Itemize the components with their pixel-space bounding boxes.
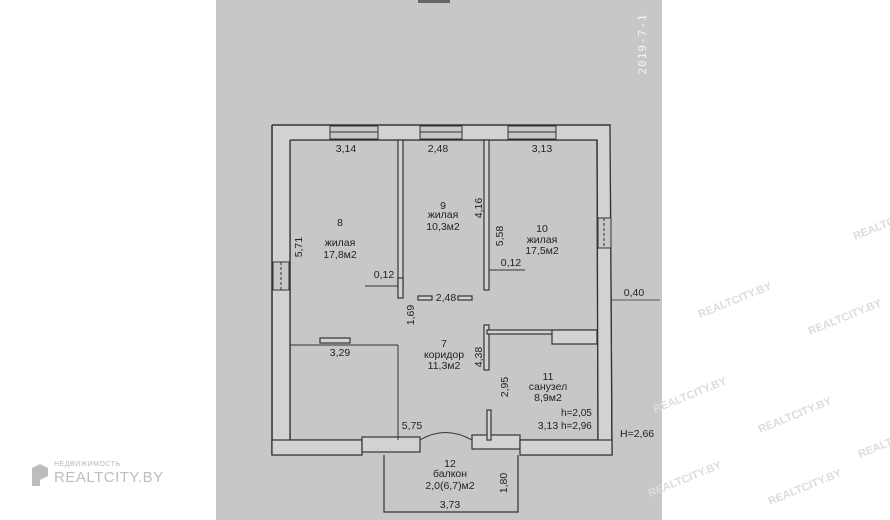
dim-partition-left: 0,12 <box>374 269 395 281</box>
dim-top-mid: 2,48 <box>428 143 449 155</box>
svg-text:10,3м2: 10,3м2 <box>426 221 460 233</box>
dim-top-left: 3,14 <box>336 143 357 155</box>
dim-partition-right: 0,12 <box>501 257 522 269</box>
dim-corridor-mid: 4,38 <box>473 347 485 368</box>
bottom-wall <box>271 434 613 456</box>
dim-bottom-left: 5,75 <box>402 420 423 432</box>
dim-top-right: 3,13 <box>532 143 553 155</box>
svg-text:REALTCITY.BY: REALTCITY.BY <box>857 420 890 461</box>
svg-text:8,9м2: 8,9м2 <box>534 392 562 404</box>
dim-corridor-width: 2,48 <box>436 292 457 304</box>
balcony-outline <box>383 455 519 513</box>
dim-balcony-depth: 1,80 <box>498 473 510 494</box>
svg-text:жилая: жилая <box>527 234 558 246</box>
dim-bath-width: 3,13 <box>538 420 559 432</box>
svg-text:жилая: жилая <box>428 209 459 221</box>
svg-text:санузел: санузел <box>529 381 567 393</box>
svg-text:9: 9 <box>440 200 446 212</box>
svg-text:REALTCITY.BY: REALTCITY.BY <box>852 202 890 243</box>
svg-text:12: 12 <box>444 458 456 470</box>
photo-date-stamp: 2019-7-1 <box>636 14 649 75</box>
svg-text:коридор: коридор <box>424 349 464 361</box>
dim-balcony-width: 3,73 <box>440 499 461 511</box>
room-12-label: 12 балкон 2,0(6,7)м2 <box>425 458 474 492</box>
svg-text:10: 10 <box>536 223 548 235</box>
height-h2: h=2,96 <box>561 421 592 432</box>
svg-text:11,3м2: 11,3м2 <box>428 360 461 372</box>
svg-text:8: 8 <box>337 217 343 229</box>
interior-walls <box>319 139 598 441</box>
svg-text:REALTCITY.BY: REALTCITY.BY <box>647 459 724 500</box>
room-8-label: 8 жилая 17,8м2 <box>323 217 357 261</box>
dim-left-height: 5,71 <box>293 237 305 258</box>
dim-room10-height: 5,58 <box>494 226 506 247</box>
svg-text:REALTCITY.BY: REALTCITY.BY <box>807 297 884 338</box>
svg-text:балкон: балкон <box>433 468 467 480</box>
room-9-label: 9 жилая 10,3м2 <box>426 200 460 233</box>
svg-text:REALTCITY.BY: REALTCITY.BY <box>767 467 844 508</box>
room-7-label: 7 коридор 11,3м2 <box>424 338 464 372</box>
brand-main-text: REALTCITY.BY <box>54 469 164 486</box>
dim-lower-left-width: 3,29 <box>330 347 351 359</box>
dim-room9-height: 4,16 <box>473 198 485 219</box>
dim-corridor-height: 1,69 <box>405 305 417 326</box>
height-outer: H=2,66 <box>620 428 654 440</box>
room-11-label: 11 санузел 8,9м2 <box>529 371 567 404</box>
svg-text:2,0(6,7)м2: 2,0(6,7)м2 <box>425 480 474 492</box>
room-10-label: 10 жилая 17,5м2 <box>525 223 559 257</box>
svg-text:REALTCITY.BY: REALTCITY.BY <box>652 375 729 416</box>
window-right <box>597 217 612 249</box>
outer-walls <box>271 124 613 456</box>
svg-text:7: 7 <box>441 338 447 350</box>
svg-text:REALTCITY.BY: REALTCITY.BY <box>697 280 774 321</box>
svg-text:жилая: жилая <box>325 237 356 249</box>
realtcity-logo-icon <box>32 464 48 486</box>
svg-text:17,5м2: 17,5м2 <box>525 245 559 257</box>
dim-outer-wall: 0,40 <box>624 287 645 299</box>
top-edge-mark <box>418 0 450 3</box>
svg-text:REALTCITY.BY: REALTCITY.BY <box>757 395 834 436</box>
brand-small-text: НЕДВИЖИМОСТЬ <box>54 461 121 468</box>
dim-bath-height: 2,95 <box>499 377 511 398</box>
svg-text:17,8м2: 17,8м2 <box>323 249 357 261</box>
height-h1: h=2,05 <box>561 408 592 419</box>
balcony-door-arc <box>419 432 473 441</box>
svg-text:11: 11 <box>543 371 554 383</box>
windows-top <box>329 125 557 140</box>
window-left <box>272 261 290 291</box>
watermarks: REALTCITY.BY REALTCITY.BY REALTCITY.BY R… <box>647 202 890 508</box>
